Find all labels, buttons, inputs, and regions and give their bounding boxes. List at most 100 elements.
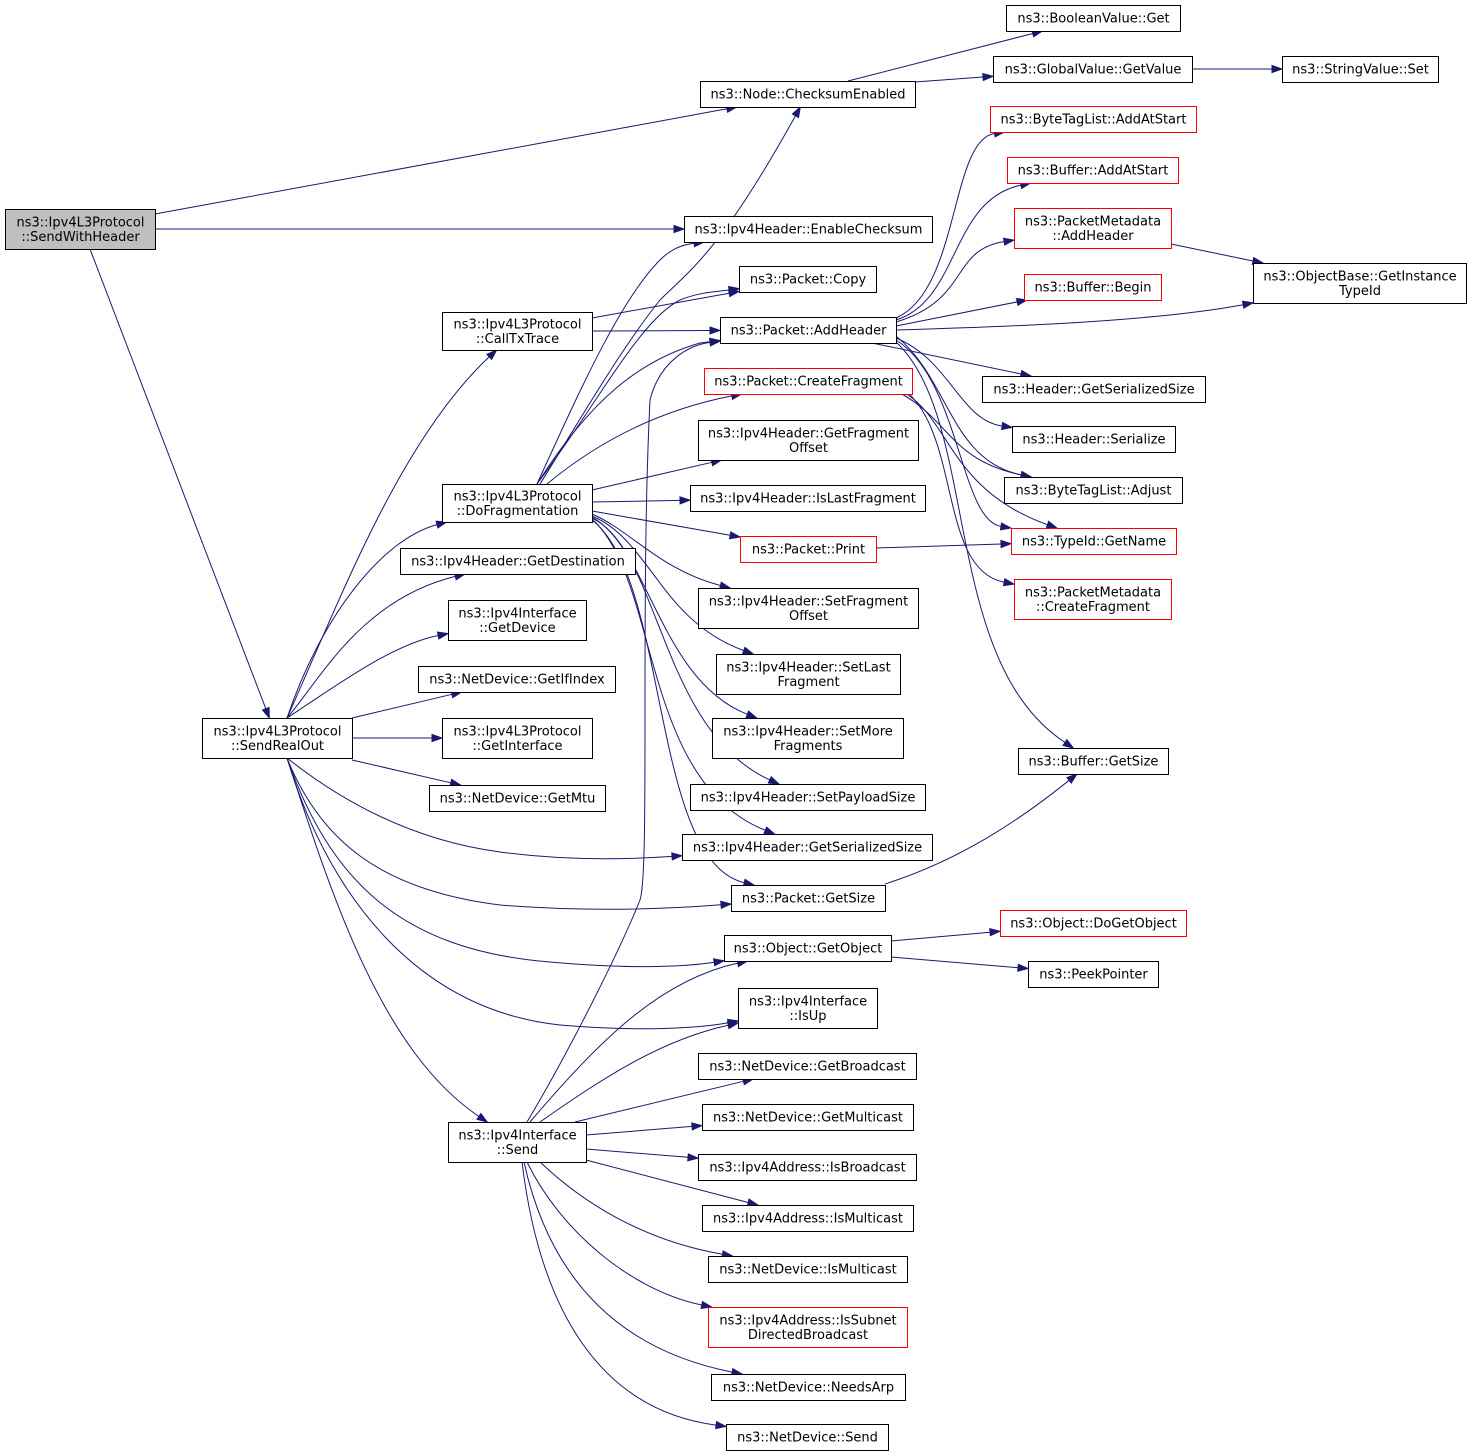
node-addheader[interactable]: ns3::Packet::AddHeader xyxy=(720,317,897,344)
node-label: ns3::Object::DoGetObject xyxy=(1010,917,1177,932)
node-hdrserialize[interactable]: ns3::Header::Serialize xyxy=(1012,426,1176,453)
node-label: ns3::Ipv4Header::IsLastFragment xyxy=(700,492,916,507)
node-label: ns3::NetDevice::GetMulticast xyxy=(713,1111,903,1126)
node-enablecs[interactable]: ns3::Ipv4Header::EnableChecksum xyxy=(684,216,933,243)
call-edge xyxy=(585,1159,749,1203)
call-edge xyxy=(351,759,451,784)
node-ifsend[interactable]: ns3::Ipv4Interface::Send xyxy=(448,1122,587,1163)
call-edge-arrowhead xyxy=(1062,738,1075,749)
node-box xyxy=(1007,157,1179,184)
call-edge xyxy=(847,33,1033,82)
call-edge-arrowhead xyxy=(1045,520,1059,529)
node-calltx[interactable]: ns3::Ipv4L3Protocol::CallTxTrace xyxy=(442,312,593,351)
node-pmcreatefrag[interactable]: ns3::PacketMetadata::CreateFragment xyxy=(1014,579,1172,620)
node-label: ns3::Ipv4L3Protocol xyxy=(454,317,582,332)
node-getobject[interactable]: ns3::Object::GetObject xyxy=(724,935,892,962)
node-addrisbcast[interactable]: ns3::Ipv4Address::IsBroadcast xyxy=(698,1154,917,1181)
node-box xyxy=(711,1374,906,1401)
node-box xyxy=(682,834,933,861)
call-edge-arrowhead xyxy=(1066,773,1079,784)
node-bufgetsize[interactable]: ns3::Buffer::GetSize xyxy=(1018,748,1169,775)
call-edge-arrowhead xyxy=(982,72,995,82)
call-edge-arrowhead xyxy=(999,522,1013,531)
node-ifisup[interactable]: ns3::Ipv4Interface::IsUp xyxy=(738,988,878,1029)
node-btladjust[interactable]: ns3::ByteTagList::Adjust xyxy=(1004,477,1183,504)
node-dofrag[interactable]: ns3::Ipv4L3Protocol::DoFragmentation xyxy=(442,484,593,523)
node-checksum[interactable]: ns3::Node::ChecksumEnabled xyxy=(700,81,916,108)
node-label: ns3::Ipv4Address::IsSubnet xyxy=(719,1313,896,1328)
node-label: ns3::Ipv4L3Protocol xyxy=(17,215,145,230)
node-hdrgetsersize[interactable]: ns3::Header::GetSerializedSize xyxy=(982,376,1206,403)
call-edge-arrowhead xyxy=(763,826,777,835)
node-label: ns3::NetDevice::NeedsArp xyxy=(723,1381,894,1396)
call-edge xyxy=(904,392,1048,526)
node-getmtu[interactable]: ns3::NetDevice::GetMtu xyxy=(429,785,606,812)
node-typeidname[interactable]: ns3::TypeId::GetName xyxy=(1011,528,1177,555)
call-edge-arrowhead xyxy=(700,1300,714,1309)
node-globalget[interactable]: ns3::GlobalValue::GetValue xyxy=(993,56,1193,83)
node-label: ns3::Packet::GetSize xyxy=(742,892,875,907)
node-sendrealout[interactable]: ns3::Ipv4L3Protocol::SendRealOut xyxy=(202,718,353,759)
node-label: ns3::Buffer::GetSize xyxy=(1029,755,1159,770)
call-edge xyxy=(351,693,453,719)
node-islastfrag[interactable]: ns3::Ipv4Header::IsLastFragment xyxy=(690,485,926,512)
node-bufbegin[interactable]: ns3::Buffer::Begin xyxy=(1024,274,1162,301)
node-label: ns3::Ipv4Header::SetPayloadSize xyxy=(701,791,916,806)
node-needsarp[interactable]: ns3::NetDevice::NeedsArp xyxy=(711,1374,906,1401)
node-box xyxy=(702,1104,914,1131)
call-edge-arrowhead xyxy=(431,733,444,743)
node-issubnet[interactable]: ns3::Ipv4Address::IsSubnetDirectedBroadc… xyxy=(708,1307,908,1348)
node-getifindex[interactable]: ns3::NetDevice::GetIfIndex xyxy=(418,666,616,693)
call-edge xyxy=(895,339,1002,527)
node-addrismcast[interactable]: ns3::Ipv4Address::IsMulticast xyxy=(702,1205,914,1232)
node-setpayload[interactable]: ns3::Ipv4Header::SetPayloadSize xyxy=(690,784,926,811)
call-edge xyxy=(536,341,711,485)
node-box xyxy=(1006,5,1181,32)
node-getmcast[interactable]: ns3::NetDevice::GetMulticast xyxy=(702,1104,914,1131)
call-edge-arrowhead xyxy=(712,958,726,967)
node-label: Fragment xyxy=(777,675,839,690)
node-btladdstart[interactable]: ns3::ByteTagList::AddAtStart xyxy=(990,106,1197,133)
node-createfrag[interactable]: ns3::Packet::CreateFragment xyxy=(704,368,913,395)
node-label: ns3::Ipv4Address::IsBroadcast xyxy=(709,1161,905,1176)
node-pktprint[interactable]: ns3::Packet::Print xyxy=(740,536,877,563)
node-box xyxy=(698,1154,917,1181)
node-strset[interactable]: ns3::StringValue::Set xyxy=(1282,56,1439,83)
node-box xyxy=(740,536,877,563)
call-edge xyxy=(895,335,1022,476)
call-edge xyxy=(546,395,732,485)
node-devismcast[interactable]: ns3::NetDevice::IsMulticast xyxy=(708,1256,908,1283)
node-getbcast[interactable]: ns3::NetDevice::GetBroadcast xyxy=(698,1053,917,1080)
node-devsend[interactable]: ns3::NetDevice::Send xyxy=(726,1424,889,1451)
node-peekptr[interactable]: ns3::PeekPointer xyxy=(1028,961,1159,988)
node-pktcopy[interactable]: ns3::Packet::Copy xyxy=(739,266,877,293)
node-root[interactable]: ns3::Ipv4L3Protocol::SendWithHeader xyxy=(5,209,156,250)
node-label: ::CreateFragment xyxy=(1036,600,1150,615)
call-edge xyxy=(539,115,796,485)
node-getdest[interactable]: ns3::Ipv4Header::GetDestination xyxy=(400,548,636,575)
call-edge xyxy=(1170,243,1254,262)
node-box xyxy=(1014,579,1172,620)
node-getinterface[interactable]: ns3::Ipv4L3Protocol::GetInterface xyxy=(442,718,593,759)
node-pktgetsize[interactable]: ns3::Packet::GetSize xyxy=(731,885,886,912)
call-edge xyxy=(591,330,711,332)
node-label: ns3::Buffer::AddAtStart xyxy=(1018,164,1169,179)
node-label: ns3::Object::GetObject xyxy=(734,942,883,957)
node-label: ::IsUp xyxy=(789,1009,826,1024)
node-bufaddstart[interactable]: ns3::Buffer::AddAtStart xyxy=(1007,157,1179,184)
node-label: ns3::Header::GetSerializedSize xyxy=(993,383,1194,398)
node-box xyxy=(738,988,878,1029)
node-hdrsersize[interactable]: ns3::Ipv4Header::GetSerializedSize xyxy=(682,834,933,861)
node-label: ns3::Ipv4Header::GetDestination xyxy=(411,555,625,570)
node-label: ns3::PeekPointer xyxy=(1039,968,1148,983)
node-pmaddheader[interactable]: ns3::PacketMetadata::AddHeader xyxy=(1014,208,1172,249)
node-ifgetdev[interactable]: ns3::Ipv4Interface::GetDevice xyxy=(448,600,587,641)
node-boolget[interactable]: ns3::BooleanValue::Get xyxy=(1006,5,1181,32)
node-dogetobject[interactable]: ns3::Object::DoGetObject xyxy=(1000,910,1187,937)
node-label: ::GetDevice xyxy=(479,621,555,636)
